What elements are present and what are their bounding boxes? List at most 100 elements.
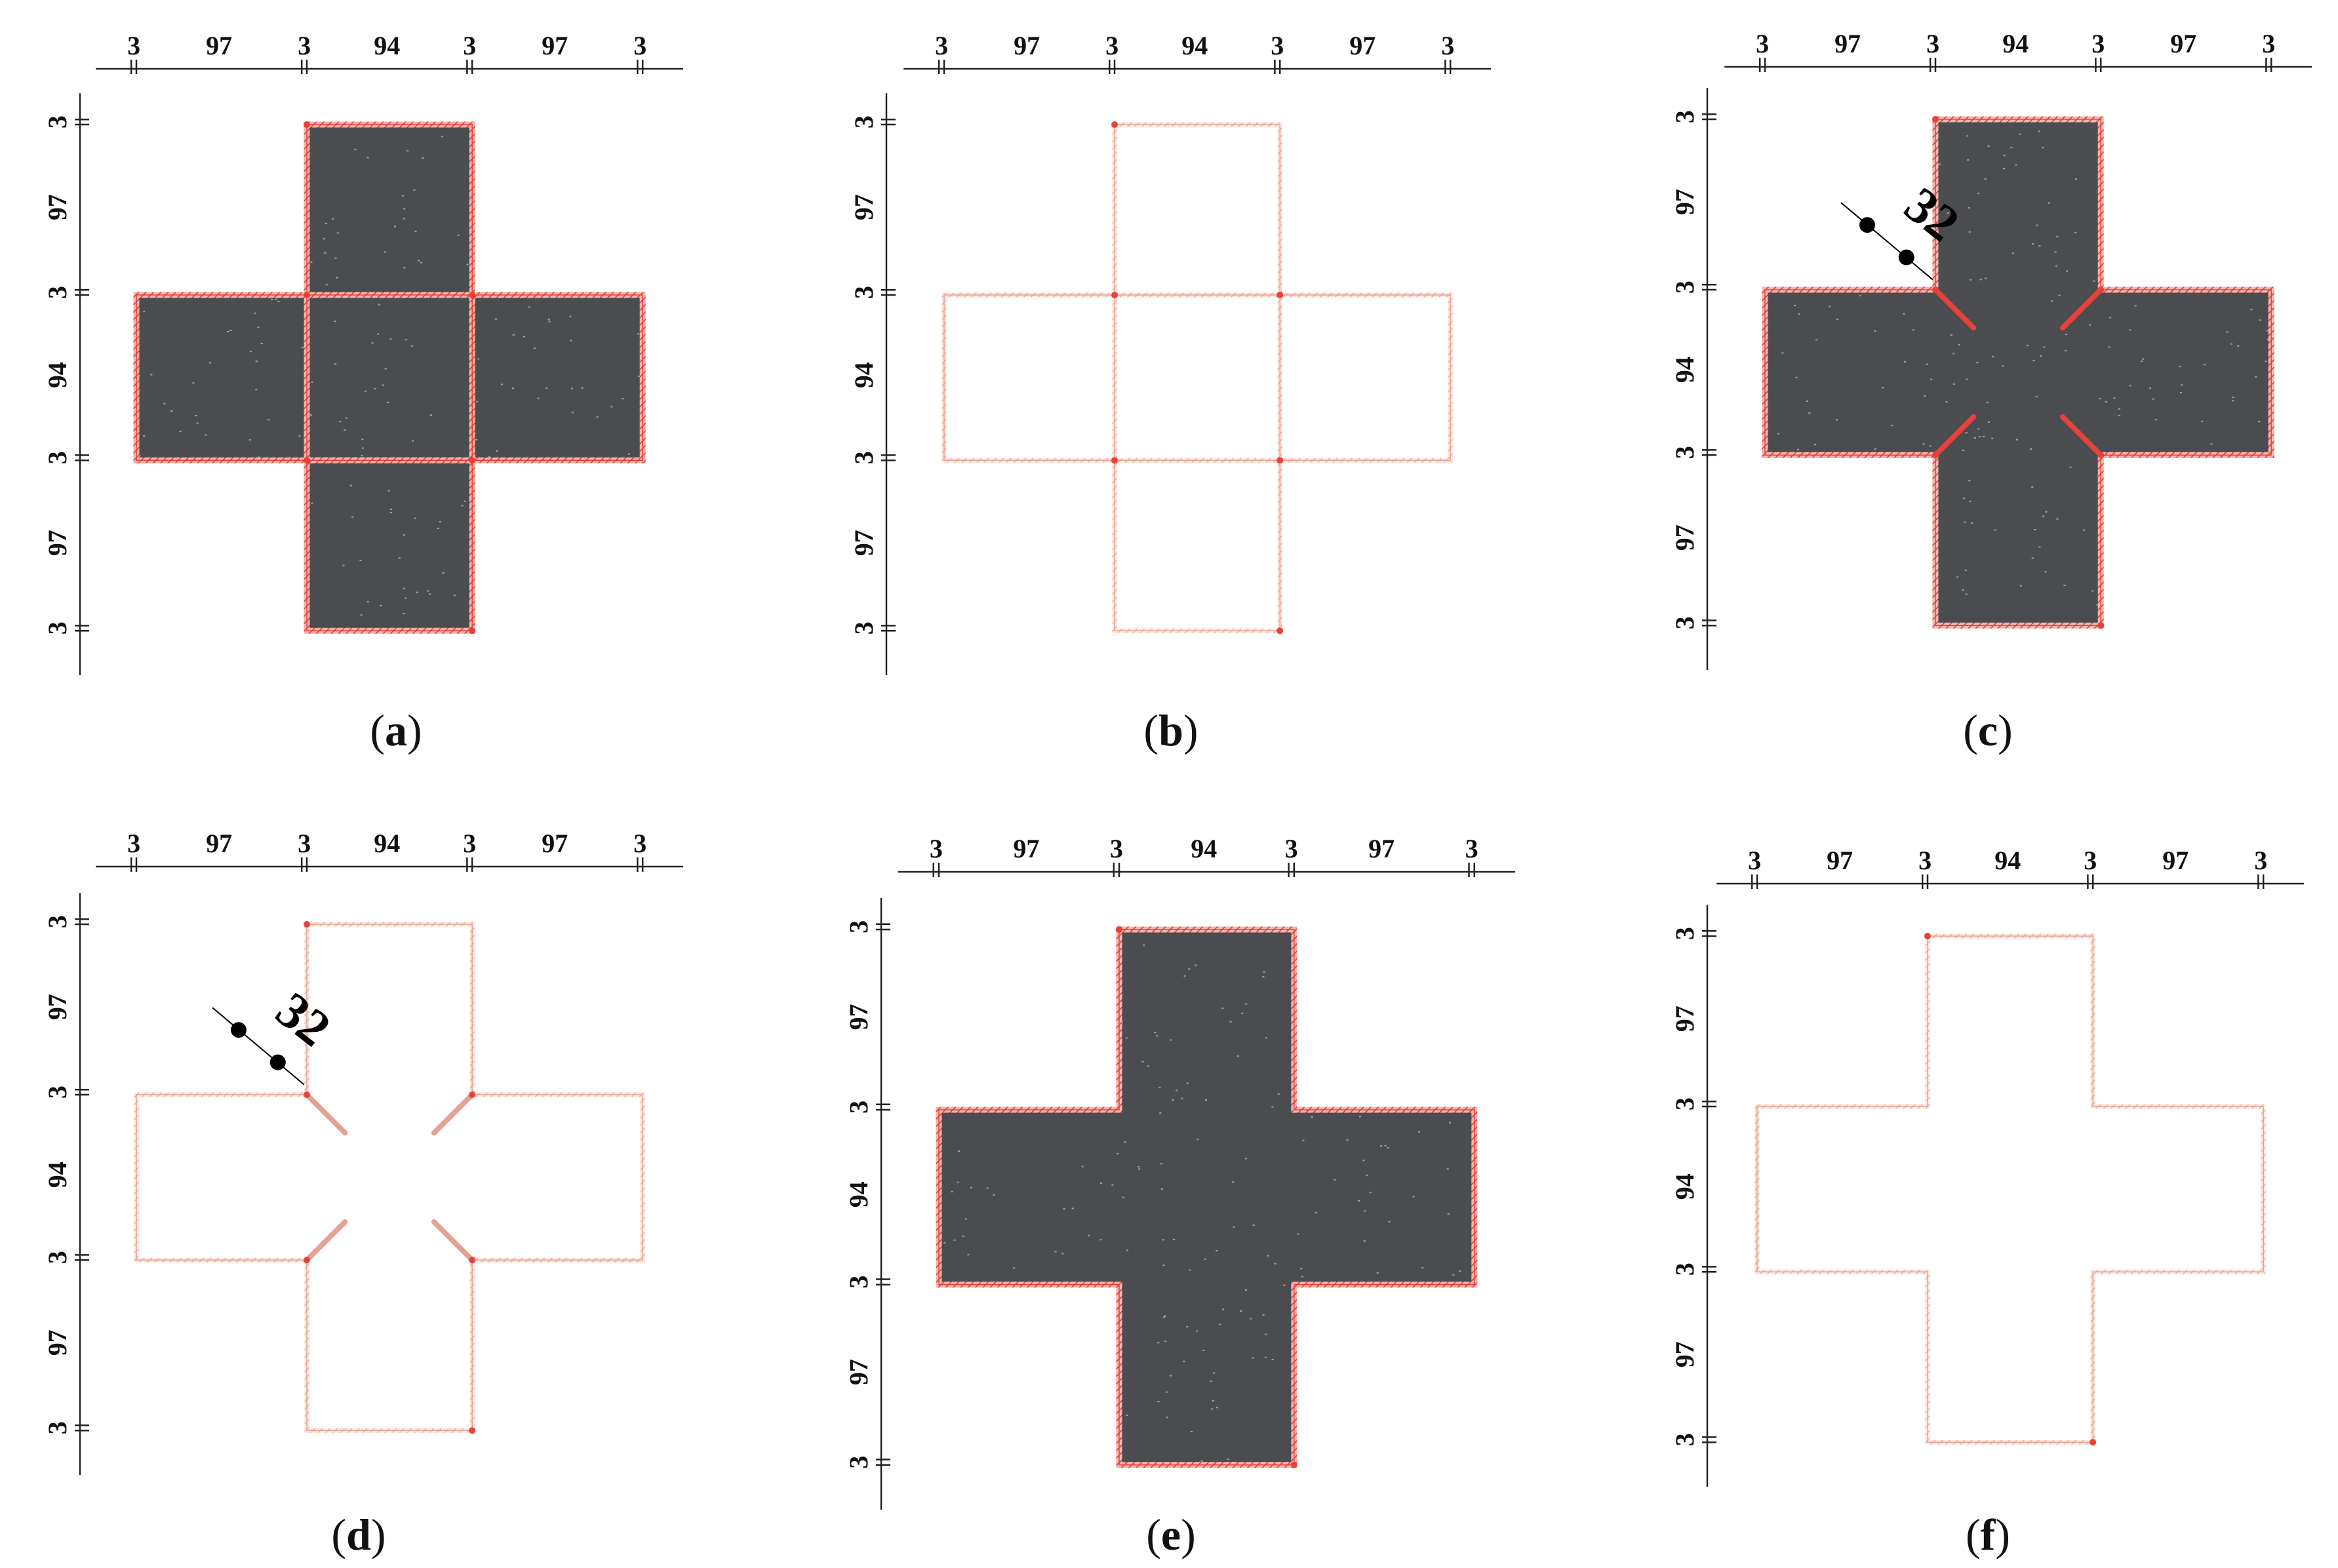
aggregate-speck	[970, 1370, 973, 1372]
aggregate-speck	[236, 469, 238, 471]
aggregate-speck	[1354, 1019, 1356, 1021]
aggregate-speck	[1141, 1061, 1144, 1063]
aggregate-speck	[427, 590, 429, 592]
aggregate-speck	[1781, 352, 1784, 354]
aggregate-speck	[591, 138, 593, 140]
aggregate-speck	[1189, 1269, 1191, 1271]
aggregate-speck	[265, 134, 267, 136]
aggregate-speck	[529, 240, 531, 241]
vertical-dimension-label: 97	[1670, 524, 1699, 551]
weld-dot	[469, 457, 476, 464]
aggregate-speck	[255, 567, 257, 568]
aggregate-speck	[1162, 1264, 1165, 1266]
aggregate-speck	[564, 191, 566, 193]
aggregate-speck	[2134, 221, 2137, 223]
aggregate-speck	[477, 185, 479, 186]
vertical-dimension-label: 97	[43, 530, 72, 556]
aggregate-speck	[532, 182, 534, 183]
stiffener-plate	[1933, 414, 1977, 458]
aggregate-speck	[1324, 1068, 1327, 1070]
aggregate-speck	[627, 169, 629, 170]
aggregate-speck	[1836, 319, 1838, 321]
caption-b: (b)	[1143, 705, 1198, 755]
aggregate-speck	[249, 206, 251, 207]
steel-tube-edge	[1279, 294, 1451, 461]
aggregate-speck	[162, 477, 164, 479]
vertical-dimension-label: 97	[1670, 1341, 1699, 1367]
aggregate-speck	[1113, 1447, 1116, 1449]
aggregate-speck	[620, 514, 622, 515]
aggregate-speck	[591, 503, 593, 504]
aggregate-speck	[498, 243, 500, 245]
aggregate-speck	[1772, 206, 1774, 208]
aggregate-speck	[1899, 169, 1902, 171]
aggregate-speck	[2207, 570, 2209, 572]
horizontal-dimension-label: 97	[206, 829, 232, 858]
aggregate-speck	[1066, 986, 1069, 988]
vertical-dimension-label: 3	[1670, 446, 1699, 459]
aggregate-speck	[219, 508, 221, 509]
aggregate-speck	[2232, 397, 2234, 399]
aggregate-speck	[252, 132, 254, 134]
aggregate-speck	[249, 206, 251, 207]
aggregate-speck	[552, 220, 554, 221]
aggregate-speck	[594, 240, 596, 241]
aggregate-speck	[578, 517, 580, 518]
aggregate-speck	[1984, 277, 1987, 279]
aggregate-speck	[512, 334, 515, 336]
aggregate-speck	[1924, 395, 1926, 397]
aggregate-speck	[1992, 355, 1994, 357]
aggregate-speck	[193, 584, 195, 585]
aggregate-speck	[1912, 487, 1915, 489]
aggregate-speck	[481, 149, 483, 150]
aggregate-speck	[168, 501, 170, 502]
aggregate-speck	[163, 402, 166, 404]
aggregate-speck	[570, 340, 572, 342]
aggregate-speck	[189, 142, 191, 144]
aggregate-speck	[1422, 1360, 1425, 1362]
aggregate-speck	[2189, 191, 2191, 193]
aggregate-speck	[403, 208, 406, 210]
aggregate-speck	[970, 1367, 973, 1369]
aggregate-speck	[1212, 1400, 1214, 1401]
aggregate-speck	[255, 389, 258, 391]
aggregate-speck	[1912, 329, 1914, 331]
aggregate-speck	[249, 206, 251, 207]
aggregate-speck	[2133, 119, 2136, 121]
aggregate-speck	[205, 272, 207, 273]
aggregate-speck	[1366, 1174, 1368, 1176]
vertical-dimension-label: 97	[43, 194, 72, 220]
aggregate-speck	[507, 623, 509, 624]
concrete-core	[136, 295, 307, 461]
aggregate-speck	[627, 169, 629, 170]
aggregate-speck	[2074, 178, 2077, 180]
aggregate-speck	[1143, 944, 1145, 946]
aggregate-speck	[198, 486, 200, 487]
aggregate-speck	[1343, 1325, 1345, 1327]
aggregate-speck	[2164, 479, 2167, 480]
aggregate-speck	[506, 494, 508, 495]
aggregate-speck	[246, 180, 248, 181]
aggregate-specks	[205, 134, 640, 529]
horizontal-dimension-label: 97	[206, 31, 232, 60]
aggregate-speck	[250, 528, 252, 529]
aggregate-speck	[2239, 602, 2242, 604]
aggregate-speck	[1798, 520, 1801, 522]
aggregate-speck	[1966, 378, 1968, 380]
aggregate-speck	[1994, 529, 1996, 531]
aggregate-speck	[1283, 1284, 1286, 1286]
aggregate-speck	[627, 169, 629, 170]
aggregate-speck	[2054, 251, 2057, 253]
aggregate-speck	[622, 547, 624, 548]
aggregate-speck	[547, 319, 550, 321]
aggregate-speck	[1916, 499, 1919, 501]
aggregate-speck	[255, 237, 257, 239]
aggregate-speck	[189, 142, 191, 144]
weld-dot	[1111, 292, 1118, 298]
aggregate-speck	[2232, 400, 2234, 402]
aggregate-speck	[2118, 408, 2120, 410]
aggregate-speck	[1775, 225, 1778, 226]
aggregate-speck	[591, 602, 593, 603]
aggregate-speck	[257, 326, 260, 328]
